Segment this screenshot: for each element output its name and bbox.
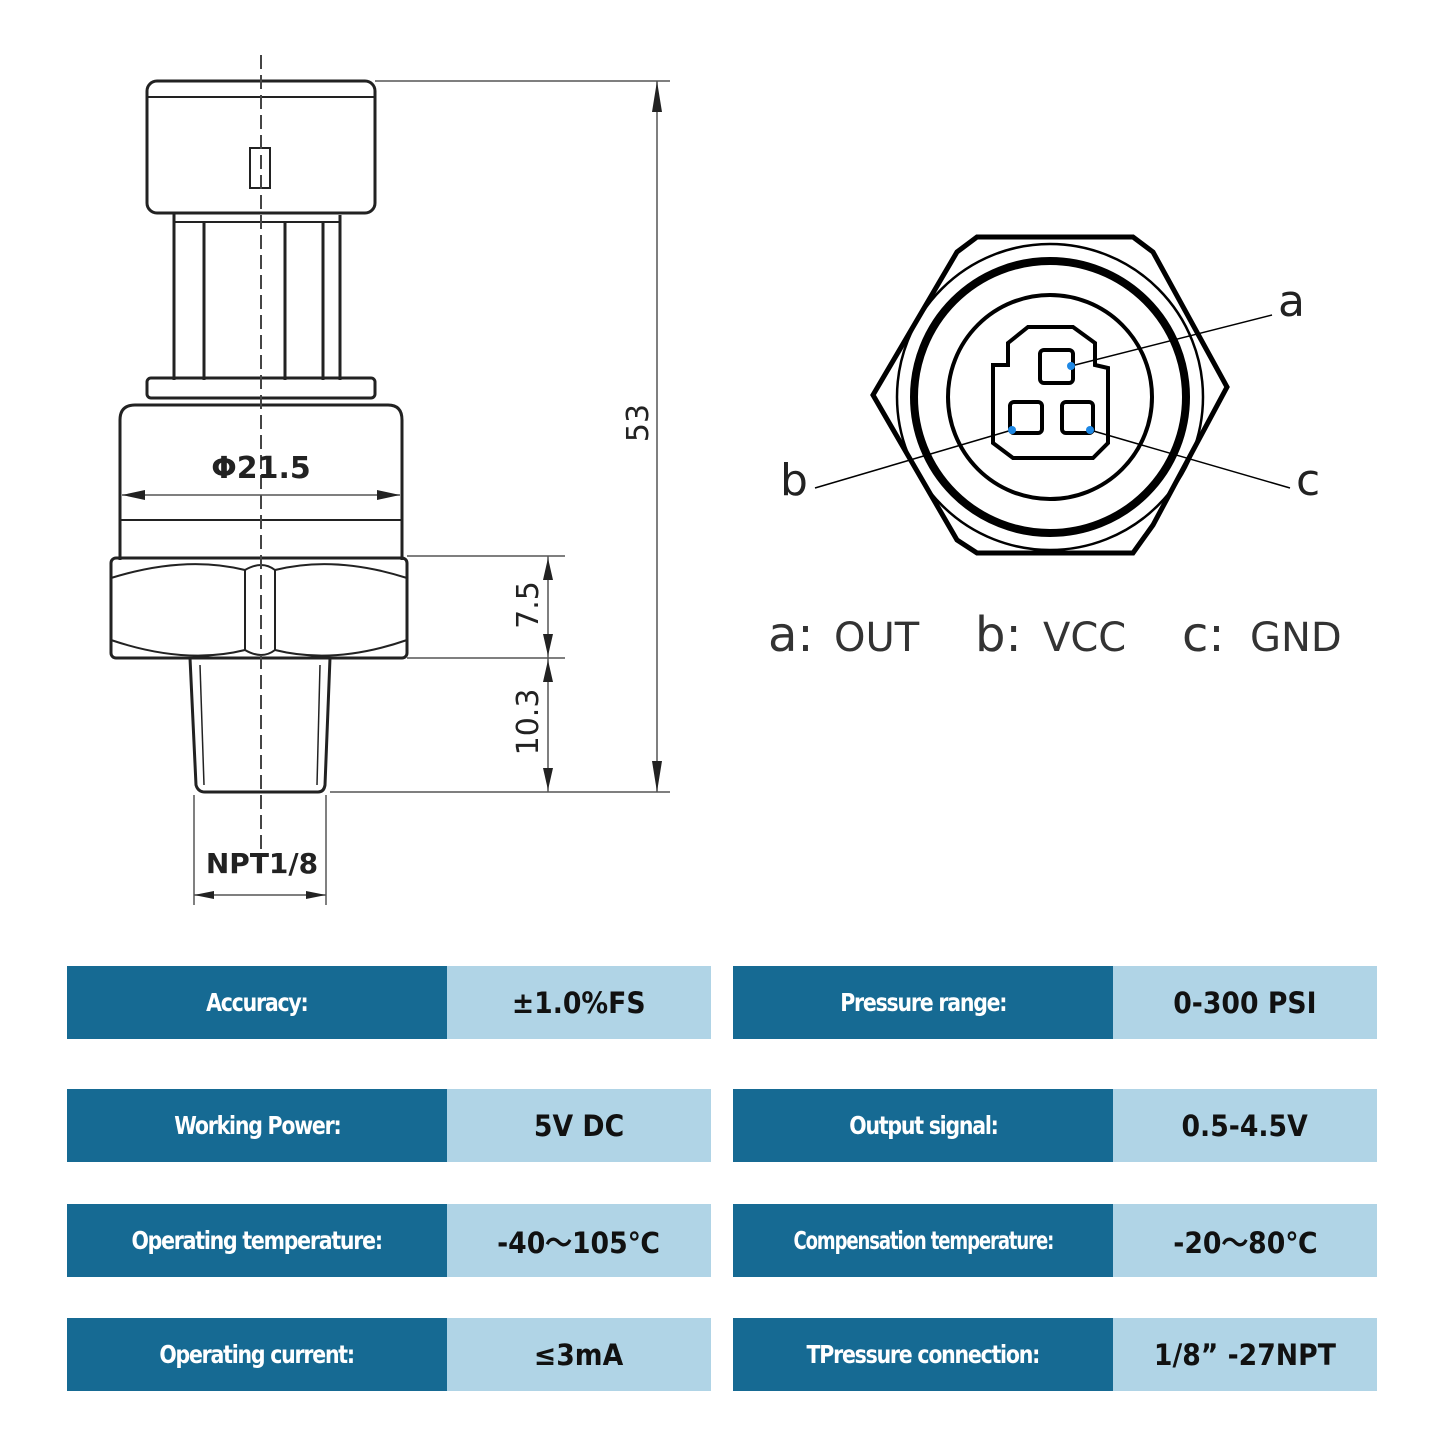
spec-row-accuracy: Accuracy: ±1.0%FS <box>67 966 711 1039</box>
legend-c-key: c: <box>1182 607 1225 663</box>
spec-row-output-signal: Output signal: 0.5-4.5V <box>733 1089 1377 1162</box>
spec-value: 0-300 PSI <box>1173 985 1317 1020</box>
legend-c-value: GND <box>1250 615 1342 661</box>
connector-face <box>814 234 1291 556</box>
legend-b-key: b: <box>975 607 1022 663</box>
spec-label: Operating current: <box>159 1340 356 1369</box>
pin-label-c: c <box>1296 455 1320 506</box>
thread-length-label: 10.3 <box>511 689 546 756</box>
spec-value: 0.5-4.5V <box>1181 1108 1309 1143</box>
legend-b-value: VCC <box>1043 615 1126 661</box>
spec-label: Pressure range: <box>839 988 1007 1017</box>
spec-label: Operating temperature: <box>131 1226 384 1255</box>
spec-row-operating-temperature: Operating temperature: -40～105℃ <box>67 1204 711 1277</box>
pin-dots <box>1008 362 1094 434</box>
spec-label: Working Power: <box>173 1111 341 1140</box>
total-height-label: 53 <box>621 404 656 442</box>
thread-label: NPT1/8 <box>206 847 318 880</box>
spec-value: ±1.0%FS <box>512 985 646 1020</box>
plug-outline <box>991 325 1110 460</box>
spec-label: TPressure connection: <box>806 1340 1041 1369</box>
spec-value: -20～80℃ <box>1172 1225 1318 1260</box>
dimension-drawing: Φ21.5 NPT1/8 53 7.5 10.3 a b c a: OUT b:… <box>109 55 1342 905</box>
legend-a-value: OUT <box>834 615 920 661</box>
spec-row-compensation-temperature: Compensation temperature: -20～80℃ <box>733 1204 1377 1277</box>
spec-row-pressure-connection: TPressure connection: 1/8” -27NPT <box>733 1318 1377 1391</box>
spec-value: -40～105℃ <box>497 1225 661 1260</box>
dimension-lines <box>122 80 670 905</box>
pin-label-b: b <box>780 455 808 506</box>
hex-height-label: 7.5 <box>511 581 546 629</box>
sensor-side-view <box>109 79 409 794</box>
spec-label: Output signal: <box>848 1111 999 1140</box>
legend-a-key: a: <box>768 607 814 663</box>
spec-label: Compensation temperature: <box>793 1226 1054 1255</box>
spec-value: 1/8” -27NPT <box>1154 1337 1336 1372</box>
spec-value: 5V DC <box>533 1108 625 1143</box>
diameter-label: Φ21.5 <box>211 451 311 486</box>
pin-c <box>1060 400 1095 435</box>
pin-label-a: a <box>1278 276 1305 327</box>
spec-row-working-power: Working Power: 5V DC <box>67 1089 711 1162</box>
spec-label: Accuracy: <box>206 988 309 1017</box>
spec-row-pressure-range: Pressure range: 0-300 PSI <box>733 966 1377 1039</box>
spec-value: ≤3mA <box>534 1337 624 1372</box>
hex-outline <box>870 234 1230 556</box>
pin-legend: a: OUT b: VCC c: GND <box>768 607 1342 663</box>
pin-b <box>1008 400 1044 435</box>
spec-row-operating-current: Operating current: ≤3mA <box>67 1318 711 1391</box>
